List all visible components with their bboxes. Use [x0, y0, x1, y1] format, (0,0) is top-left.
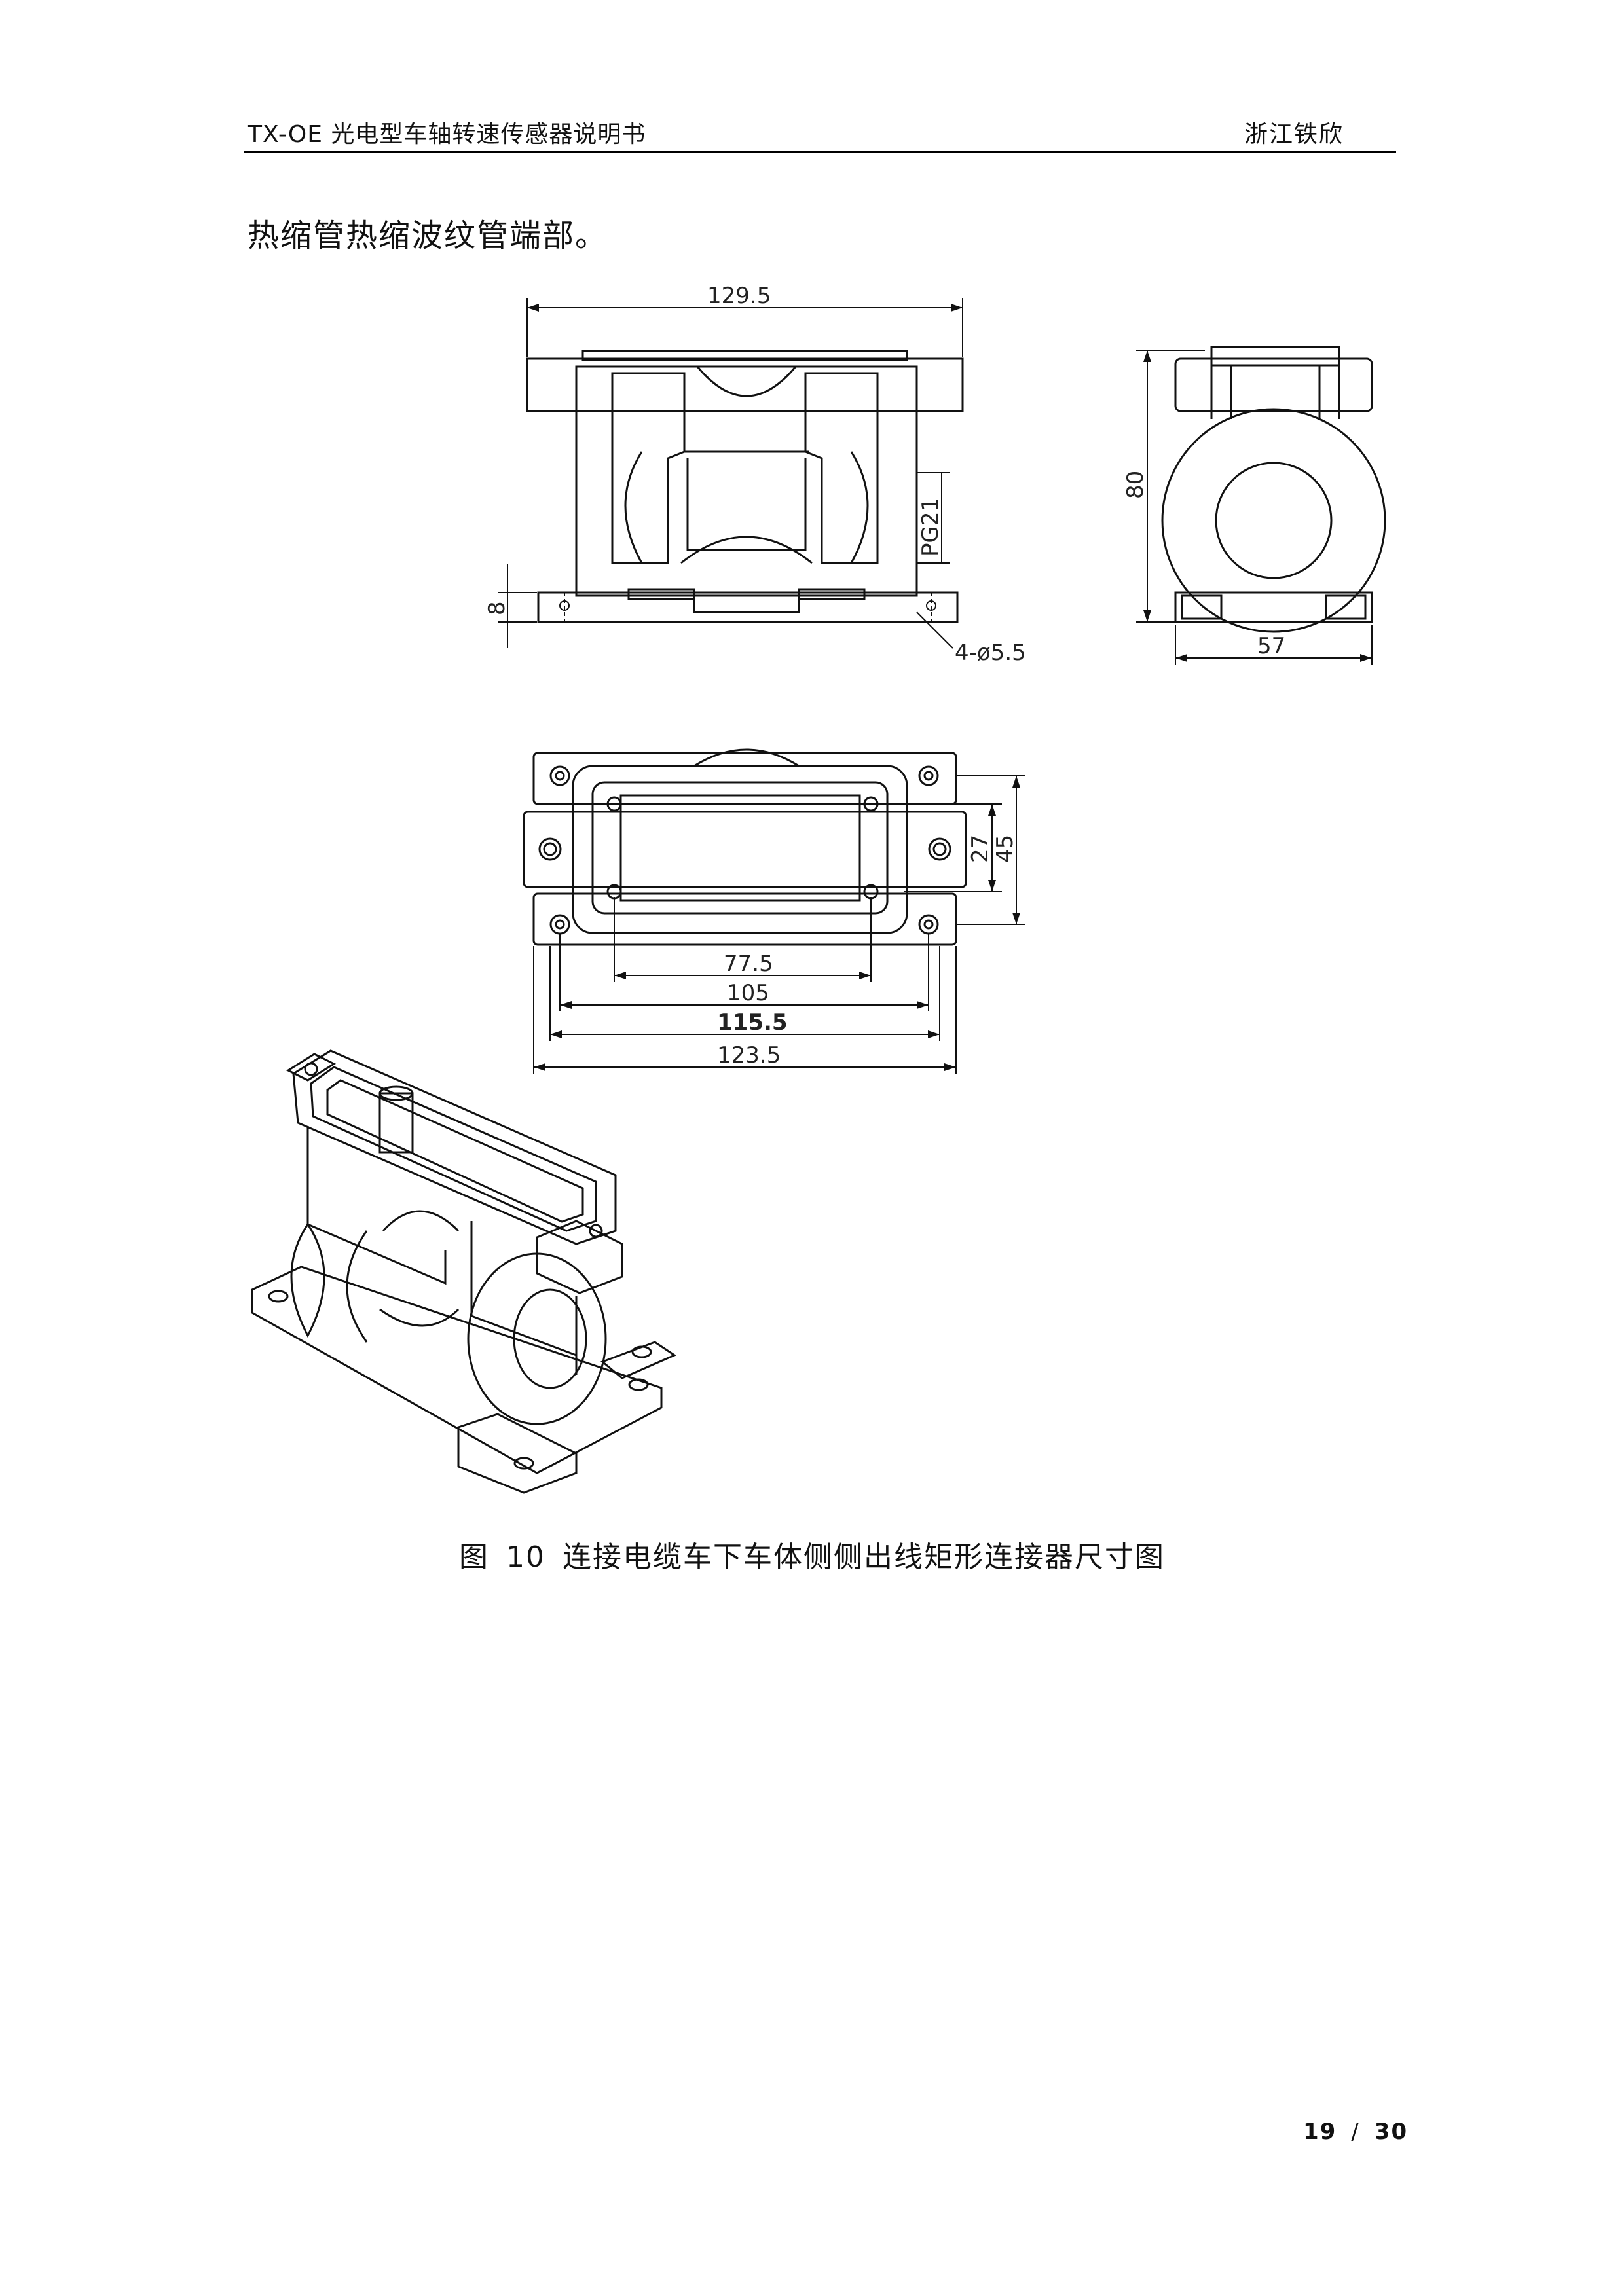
dim-top-w3: 115.5	[717, 1010, 788, 1036]
dim-side-height: 80	[1122, 471, 1149, 499]
connector-dimension-drawing: 129.5 8 PG21 4-ø5.5 80 57 27 45 77.5 105…	[251, 283, 1386, 1494]
body-paragraph: 热缩管热缩波纹管端部。	[248, 217, 608, 254]
header-document-title: TX-OE 光电型车轴转速传感器说明书	[248, 121, 646, 148]
top-view	[523, 748, 1025, 1074]
header-company-name: 浙江铁欣	[1244, 121, 1344, 148]
figure-label: 图	[459, 1540, 489, 1574]
isometric-view	[251, 1049, 677, 1494]
dim-top-w2: 105	[727, 980, 769, 1006]
dim-side-width: 57	[1257, 633, 1285, 659]
dim-top-inner-h: 27	[967, 835, 993, 863]
dim-pg-label: PG21	[917, 498, 944, 556]
page-number: 19 / 30	[1303, 2119, 1408, 2145]
front-view	[498, 298, 964, 649]
page-total: 30	[1374, 2119, 1409, 2145]
header-divider	[244, 151, 1396, 153]
dim-base-height: 8	[484, 601, 510, 615]
dim-top-w1: 77.5	[724, 951, 773, 977]
dim-top-w4: 123.5	[717, 1042, 781, 1068]
page-current: 19	[1303, 2119, 1337, 2145]
figure-title: 连接电缆车下车体侧侧出线矩形连接器尺寸图	[563, 1540, 1165, 1574]
dim-top-outer-h: 45	[992, 835, 1018, 863]
figure-number: 10	[506, 1540, 545, 1574]
figure-caption: 图 10 连接电缆车下车体侧侧出线矩形连接器尺寸图	[0, 1533, 1624, 1575]
dim-hole-spec: 4-ø5.5	[955, 640, 1026, 666]
dim-front-width: 129.5	[707, 283, 771, 309]
page-separator: /	[1351, 2119, 1360, 2145]
side-view	[1136, 346, 1386, 665]
